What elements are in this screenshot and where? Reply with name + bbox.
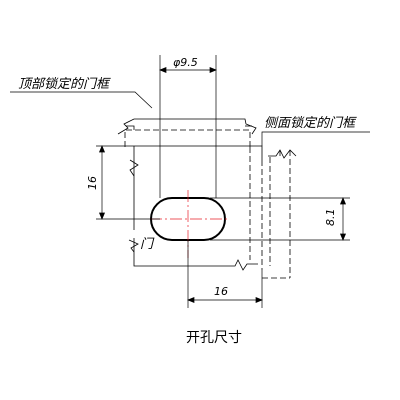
label-leaders	[10, 91, 370, 146]
top-locked-frame-label: 顶部锁定的门框	[18, 76, 111, 92]
side-locked-frame-label: 侧面锁定的门框	[264, 115, 357, 131]
top-frame-break-lines	[117, 118, 257, 135]
diameter-dimension	[159, 55, 217, 198]
door-hole-outline	[150, 197, 226, 241]
horizontal-offset-dimension-text: 16	[214, 285, 228, 298]
door-label: 门	[140, 237, 155, 252]
drawing-caption: 开孔尺寸	[186, 330, 242, 346]
flat-width-dimension	[210, 197, 350, 241]
side-frame-break-lines	[268, 149, 297, 159]
vertical-offset-dimension	[96, 145, 160, 220]
top-frame-outline	[124, 129, 251, 260]
diameter-dimension-text: φ9.5	[173, 56, 198, 69]
vertical-offset-dimension-text: 16	[86, 176, 99, 190]
side-frame-outline	[261, 150, 291, 279]
door-break-lines	[128, 159, 139, 253]
horizontal-offset-dimension	[187, 240, 263, 308]
flat-width-dimension-text: 8.1	[324, 209, 337, 227]
